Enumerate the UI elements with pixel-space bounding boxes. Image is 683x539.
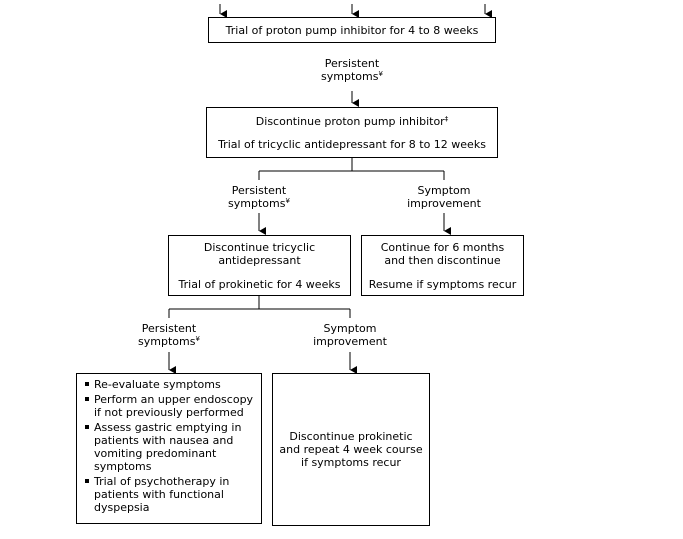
discontinue-tca-box: Discontinue tricyclic antidepressant Tri… — [168, 235, 351, 296]
ppi-trial-box: Trial of proton pump inhibitor for 4 to … — [208, 17, 496, 43]
improvement-label-2-line1: Symptom — [323, 322, 377, 335]
double-dagger-footnote-mark: ‡ — [444, 115, 449, 123]
discontinue-ppi-text: Discontinue proton pump inhibitor‡ — [207, 115, 497, 128]
persistent-label-1-line2: symptoms — [321, 70, 379, 83]
discontinue-prokinetic-line2: and repeat 4 week course — [279, 443, 423, 456]
discontinue-tca-line2: antidepressant — [218, 254, 301, 267]
persistent-actions-box: Re-evaluate symptoms Perform an upper en… — [76, 373, 262, 524]
ppi-trial-text: Trial of proton pump inhibitor for 4 to … — [225, 24, 479, 37]
discontinue-ppi-line: Discontinue proton pump inhibitor — [255, 115, 445, 128]
continue-six-months-box: Continue for 6 months and then discontin… — [361, 235, 524, 296]
continue-line2: and then discontinue — [384, 254, 501, 267]
persistent-label-1-line1: Persistent — [324, 57, 380, 70]
prokinetic-trial-text: Trial of prokinetic for 4 weeks — [178, 278, 341, 291]
persistent-symptoms-label-3: Persistent symptoms¥ — [119, 322, 219, 348]
discontinue-ppi-box: Discontinue proton pump inhibitor‡ Trial… — [206, 107, 498, 158]
improvement-label-1-line1: Symptom — [417, 184, 471, 197]
action-reevaluate: Re-evaluate symptoms — [83, 378, 257, 391]
persistent-symptoms-label-1: Persistent symptoms¥ — [302, 57, 402, 83]
discontinue-prokinetic-box: Discontinue prokinetic and repeat 4 week… — [272, 373, 430, 526]
symptom-improvement-label-1: Symptom improvement — [394, 184, 494, 210]
action-gastric-emptying: Assess gastric emptying in patients with… — [83, 421, 257, 473]
persistent-label-2-line1: Persistent — [231, 184, 287, 197]
continue-line1: Continue for 6 months — [380, 241, 505, 254]
improvement-label-2-line2: improvement — [313, 335, 387, 348]
yen-footnote-mark: ¥ — [285, 197, 290, 205]
persistent-symptoms-label-2: Persistent symptoms¥ — [209, 184, 309, 210]
yen-footnote-mark: ¥ — [195, 335, 200, 343]
action-psychotherapy: Trial of psychotherapy in patients with … — [83, 475, 257, 514]
improvement-label-1-line2: improvement — [407, 197, 481, 210]
action-upper-endoscopy: Perform an upper endoscopy if not previo… — [83, 393, 257, 419]
tca-trial-text: Trial of tricyclic antidepressant for 8 … — [218, 138, 486, 151]
persistent-label-2-line2: symptoms — [228, 197, 286, 210]
persistent-label-3-line1: Persistent — [141, 322, 197, 335]
discontinue-prokinetic-line1: Discontinue prokinetic — [289, 430, 413, 443]
discontinue-tca-line1: Discontinue tricyclic — [203, 241, 316, 254]
persistent-actions-list: Re-evaluate symptoms Perform an upper en… — [83, 378, 257, 514]
symptom-improvement-label-2: Symptom improvement — [300, 322, 400, 348]
yen-footnote-mark: ¥ — [378, 70, 383, 78]
discontinue-prokinetic-line3: if symptoms recur — [301, 456, 401, 469]
resume-if-recur-text: Resume if symptoms recur — [368, 278, 517, 291]
persistent-label-3-line2: symptoms — [138, 335, 196, 348]
